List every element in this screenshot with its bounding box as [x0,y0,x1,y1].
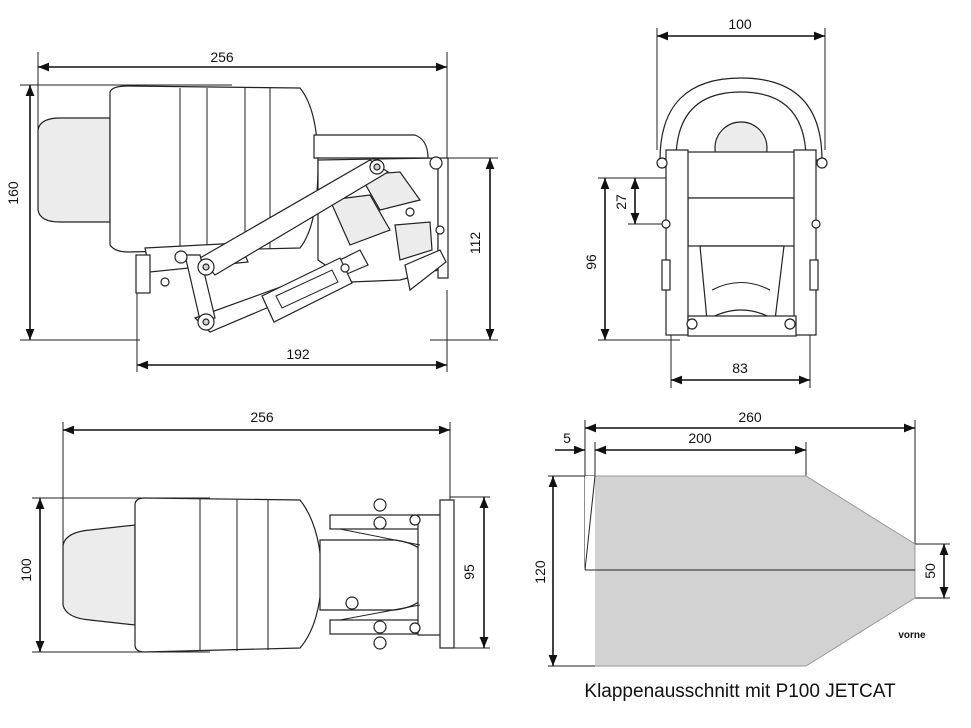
flap-cutout-shape [595,476,915,666]
dim-cutout-offset: 5 [563,430,571,446]
turbine-top [62,497,455,653]
dim-cutout-top: 200 [688,430,712,446]
dim-top-bracket: 95 [461,564,477,580]
dim-front-height: 96 [583,254,599,270]
dim-bracket-length: 192 [286,346,310,362]
dim-top-length: 256 [250,409,274,425]
dim-cutout-rear: 50 [922,563,938,579]
turbine-front [656,77,828,337]
dim-front-offset: 27 [613,194,629,210]
dim-side-length: 256 [210,49,234,65]
dim-bracket-height: 112 [467,232,483,255]
side-view: 256 160 112 192 [5,49,498,372]
turbine-side [37,85,429,253]
dim-cutout-length: 260 [738,409,762,425]
dim-side-height: 160 [5,181,21,205]
front-marker: vorne [898,630,926,641]
front-view: 100 96 27 83 [583,16,828,388]
retract-mechanism-side [135,156,449,333]
dim-cutout-height: 120 [532,560,548,584]
dim-front-width: 100 [728,16,752,32]
dim-front-bottom: 83 [732,360,748,376]
dim-top-height: 100 [18,558,34,582]
cutout-view: 260 5 200 120 50 vorne [532,409,950,667]
caption: Klappenausschnitt mit P100 JETCAT [584,681,896,702]
top-view: 256 100 95 [18,409,490,653]
